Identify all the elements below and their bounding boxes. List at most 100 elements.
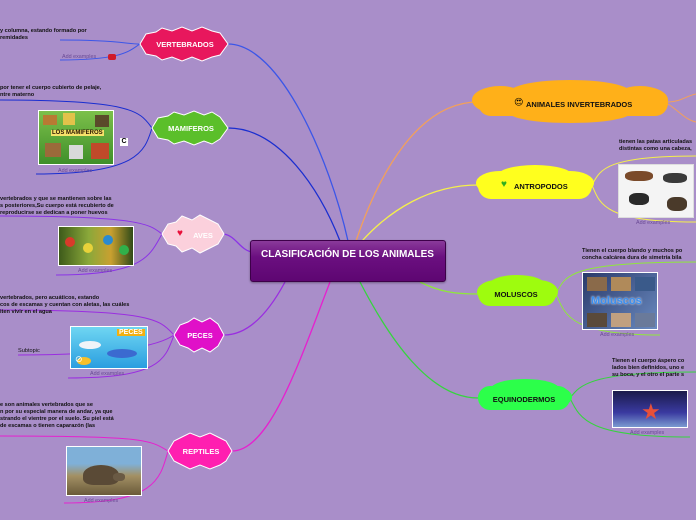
clipboard-icon: C xyxy=(120,138,128,146)
detail-line-invertebrados xyxy=(667,93,696,103)
reptiles-description: e son animales vertebrados que se n por … xyxy=(0,402,114,429)
detail-line-antropodos xyxy=(591,155,696,186)
reptiles-image xyxy=(66,446,142,496)
vertebrados-label: VERTEBRADOS xyxy=(156,40,214,49)
animal-thumbnail xyxy=(69,145,83,159)
heart-icon: ♥ xyxy=(501,179,507,190)
vertebrados-add-examples[interactable]: Add examples xyxy=(62,54,97,60)
invertebrados-node[interactable] xyxy=(478,90,668,116)
mamiferos-node[interactable] xyxy=(151,110,229,146)
bird-thumbnail xyxy=(103,235,113,245)
reptiles-add-examples[interactable]: Add examples xyxy=(84,498,119,504)
animal-thumbnail xyxy=(95,115,109,127)
peces-image-text: PECES xyxy=(117,329,145,336)
connector-mamiferos xyxy=(227,127,341,242)
peces-image: PECES xyxy=(70,326,148,369)
moluscos-node[interactable] xyxy=(478,282,556,306)
peces-description: vertebrados, pero acuáticos, estando cos… xyxy=(0,295,130,315)
antropodos-description: tienen las patas articuladas distintas c… xyxy=(619,139,693,152)
compass-icon: ⊘ xyxy=(75,354,83,364)
moluscos-image-text: Moluscos xyxy=(591,295,642,307)
detail-line-peces xyxy=(0,309,175,336)
mamiferos-description: por tener el cuerpo cubierto de pelaje, … xyxy=(0,85,102,98)
tortoise-thumbnail xyxy=(83,465,119,485)
detail-line-moluscos xyxy=(555,261,696,295)
detail-line-aves xyxy=(0,215,163,235)
bird-thumbnail xyxy=(83,243,93,253)
bird-thumbnail xyxy=(65,237,75,247)
detail-line-aves-image xyxy=(55,233,163,276)
animal-thumbnail xyxy=(45,143,61,157)
connector-antropodos xyxy=(361,184,479,242)
antropodos-label: ANTROPODOS xyxy=(514,182,568,191)
aves-label: AVES xyxy=(193,231,213,240)
insect-thumbnail xyxy=(629,193,649,205)
fish-thumbnail xyxy=(107,349,137,358)
reptiles-node[interactable] xyxy=(167,432,233,470)
insect-thumbnail xyxy=(625,171,653,181)
moluscos-label: MOLUSCOS xyxy=(494,290,538,299)
equinodermos-image: ★ xyxy=(612,390,688,428)
moluscos-image: Moluscos xyxy=(582,272,658,330)
mamiferos-image-text: LOS MAMIFEROS xyxy=(51,130,104,136)
antropodos-add-examples[interactable]: Add examples xyxy=(636,220,671,226)
mamiferos-add-examples[interactable]: Add examples xyxy=(58,168,93,174)
vertebrados-node[interactable] xyxy=(139,26,229,62)
connector-invertebrados xyxy=(355,101,479,242)
vertebrados-description: y columna, estando formado por remidades xyxy=(0,28,87,41)
equinodermos-node[interactable] xyxy=(478,386,570,410)
animal-thumbnail xyxy=(91,143,109,159)
mamiferos-image: LOS MAMIFEROS xyxy=(38,110,114,165)
detail-line-peces-image xyxy=(67,334,175,379)
peces-subtopic[interactable]: Subtopic xyxy=(18,348,40,354)
tortoise-thumbnail xyxy=(113,473,125,481)
connector-equinodermos xyxy=(359,281,479,399)
mollusk-thumbnail xyxy=(611,313,631,327)
moluscos-add-examples[interactable]: Add examples xyxy=(600,332,635,338)
connector-reptiles xyxy=(231,281,331,452)
mollusk-thumbnail xyxy=(611,277,631,291)
detail-line-equinodermos-image xyxy=(569,397,691,438)
reptiles-label: REPTILES xyxy=(182,447,220,456)
aves-image xyxy=(58,226,134,266)
mollusk-thumbnail xyxy=(587,277,607,291)
fish-thumbnail xyxy=(77,357,91,365)
detail-line-equinodermos xyxy=(569,371,696,399)
central-topic-title: CLASIFICACIÓN DE LOS ANIMALES xyxy=(261,249,434,260)
invertebrados-label: ANIMALES INVERTEBRADOS xyxy=(526,100,633,109)
mamiferos-label: MAMIFEROS xyxy=(168,124,214,133)
mollusk-thumbnail xyxy=(587,313,607,327)
equinodermos-add-examples[interactable]: Add examples xyxy=(630,430,665,436)
detail-line-antropodos-image xyxy=(591,184,696,223)
peces-add-examples[interactable]: Add examples xyxy=(90,371,125,377)
detail-line-mamiferos-image xyxy=(35,127,153,175)
animal-thumbnail xyxy=(43,115,57,125)
detail-line-invertebrados-2 xyxy=(667,103,696,123)
insect-thumbnail xyxy=(663,173,687,183)
aves-description: vertebrados y que se mantienen sobre las… xyxy=(0,196,114,216)
fish-thumbnail xyxy=(79,341,101,349)
smiling-face-icon: 😍 xyxy=(514,97,524,107)
antropodos-node[interactable] xyxy=(478,173,592,199)
insect-thumbnail xyxy=(667,197,687,211)
connector-vertebrados xyxy=(227,43,349,242)
heart-icon: ♥ xyxy=(177,228,183,239)
connector-moluscos xyxy=(419,281,479,295)
detail-line-reptiles xyxy=(0,435,169,452)
detail-line-reptiles-image xyxy=(63,450,169,504)
detail-line-mamiferos xyxy=(0,99,153,129)
peces-label: PECES xyxy=(187,331,213,340)
antropodos-image xyxy=(618,164,694,218)
moluscos-description: Tienen el cuerpo blando y muchos po conc… xyxy=(582,248,683,261)
connector-aves xyxy=(223,233,253,253)
detail-line-vertebrados-examples xyxy=(59,43,141,61)
aves-node[interactable] xyxy=(161,214,225,254)
equinodermos-description: Tienen el cuerpo áspero co lados bien de… xyxy=(612,358,685,378)
mollusk-thumbnail xyxy=(635,277,655,291)
connector-peces xyxy=(223,281,286,336)
central-topic[interactable]: CLASIFICACIÓN DE LOS ANIMALES xyxy=(250,240,446,282)
aves-add-examples[interactable]: Add examples xyxy=(78,268,113,274)
peces-node[interactable] xyxy=(173,317,225,353)
animal-thumbnail xyxy=(63,113,75,125)
